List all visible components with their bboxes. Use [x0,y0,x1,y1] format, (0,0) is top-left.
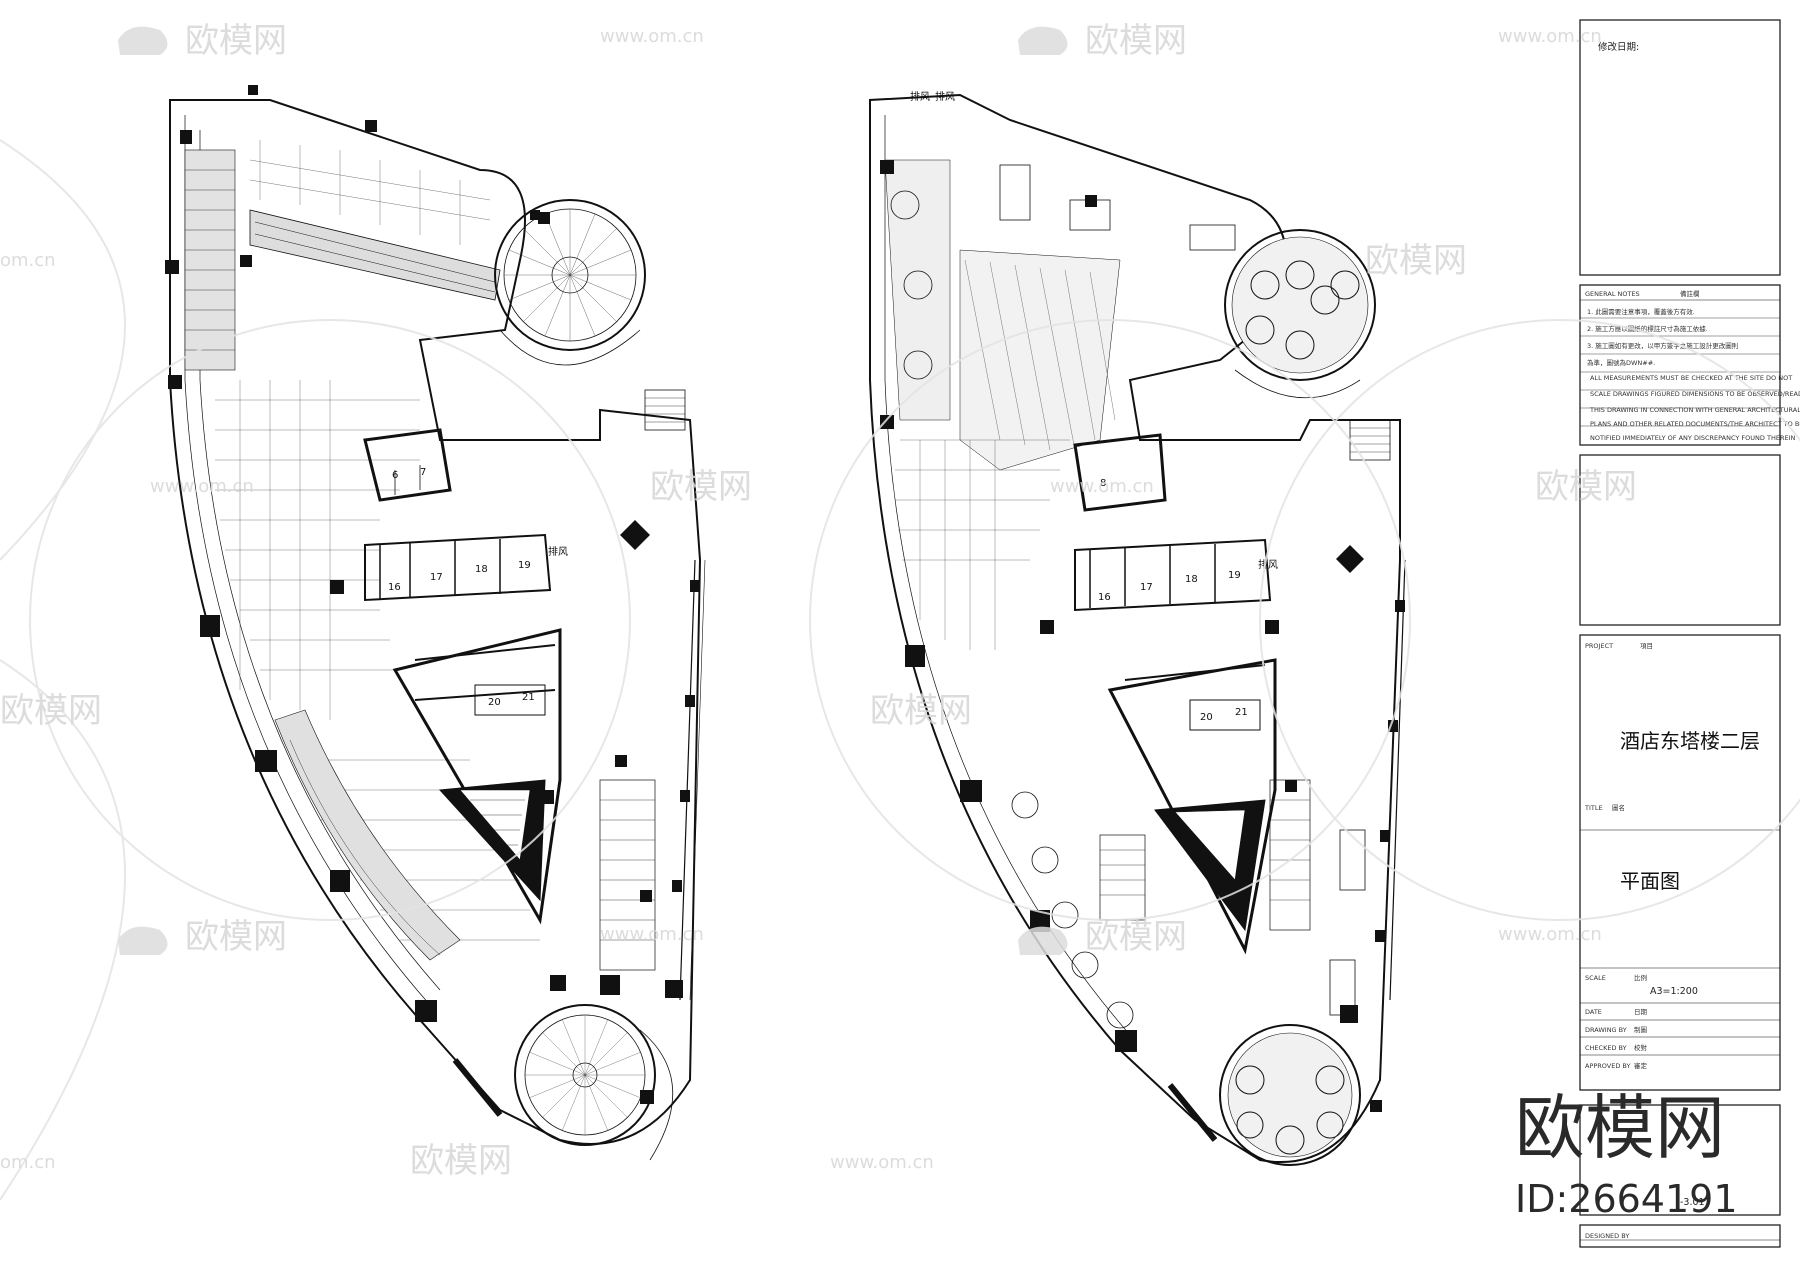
scale-cn: 比例 [1634,973,1647,982]
watermark-brand-10: 欧模网 [410,1141,512,1181]
left-bottom-rotunda [514,1004,674,1161]
big-brand-text: 欧模网 [1515,1087,1725,1169]
room-19-right: 19 [1228,570,1241,581]
designed-by-label: DESIGNED BY [1585,1232,1629,1240]
room-19: 19 [518,560,531,571]
approved-by-cn: 審定 [1634,1061,1648,1070]
lift-8: 8 [1100,478,1106,489]
right-top-rotunda [1224,229,1376,399]
drawing-number: -3.01 [1680,1197,1705,1208]
general-notes-cn: 備註欄 [1680,289,1700,298]
watermark-brand-6: 欧模网 [0,691,102,731]
project-label: PROJECT [1585,642,1613,650]
model-id-text: ID:2664191 [1515,1177,1738,1221]
checked-by-label: CHECKED BY [1585,1044,1627,1052]
lift-6: 6 [392,470,398,481]
title-label: TITLE [1584,804,1603,812]
general-notes-label: GENERAL NOTES [1585,290,1640,298]
date-label: DATE [1585,1008,1602,1016]
room-17-right: 17 [1140,582,1153,593]
room-18-right: 18 [1185,574,1198,585]
scale-label: SCALE [1585,974,1606,982]
title-block-text: 修改日期: GENERAL NOTES 備註欄 1. 此圖需要注意事項，覆蓋後方… [1584,41,1800,1240]
note-9: NOTIFIED IMMEDIATELY OF ANY DISCREPANCY … [1590,434,1795,442]
note-8: PLANS AND OTHER RELATED DOCUMENTS/THE AR… [1590,420,1800,428]
room-21: 21 [522,692,535,703]
watermark-site-2: www.om.cn [1498,26,1602,47]
vent-top-right-a: 排风 [910,90,930,103]
vent-top-right-b: 排风 [935,90,955,103]
watermark-brand-8: 欧模网 [185,917,287,957]
watermark-brand-4: 欧模网 [650,467,752,507]
scale-value: A3=1:200 [1650,986,1698,997]
plan-room-labels: 16 17 18 19 20 21 排风 6 7 8 16 17 18 19 2… [388,90,1278,723]
note-2: 2. 施工方應以圖紙的標註尺寸為施工依據. [1587,324,1708,333]
lift-7: 7 [420,467,426,478]
room-21-right: 21 [1235,707,1248,718]
room-18: 18 [475,564,488,575]
watermark-brand-9: 欧模网 [1085,917,1187,957]
project-cn: 項目 [1640,642,1653,650]
checked-by-cn: 校對 [1634,1043,1648,1052]
note-5: ALL MEASUREMENTS MUST BE CHECKED AT THE … [1590,374,1792,382]
watermark-brand-3: 欧模网 [1365,241,1467,281]
watermark-logo-icon [118,26,1068,955]
watermark-brand-5: 欧模网 [1535,467,1637,507]
watermark-site-short-1: om.cn [0,250,56,271]
left-top-rotunda [494,199,646,366]
watermark-layer: 欧模网 欧模网 欧模网 欧模网 欧模网 欧模网 欧模网 欧模网 欧模网 欧模网 … [0,21,1800,1201]
title-cn: 圖名 [1612,803,1625,812]
watermark-brand-2: 欧模网 [1085,21,1187,61]
watermark-site-7: www.om.cn [830,1152,934,1173]
approved-by-label: APPROVED BY [1585,1062,1631,1070]
brand-stamp: 欧模网 ID:2664191 [1515,1087,1738,1221]
watermark-site-3: www.om.cn [150,476,254,497]
project-name: 酒店东塔楼二层 [1620,729,1760,753]
left-floor-plan [165,85,706,1161]
date-cn: 日期 [1634,1008,1648,1016]
vent-label-right: 排风 [1258,558,1278,571]
watermark-brand-1: 欧模网 [185,21,287,61]
room-20: 20 [488,697,501,708]
title-block [1579,19,1781,1248]
note-6: SCALE DRAWINGS FIGURED DIMENSIONS TO BE … [1590,390,1800,398]
room-16-right: 16 [1098,592,1111,603]
watermark-brand-7: 欧模网 [870,691,972,731]
watermark-site-short-2: om.cn [0,1152,56,1173]
room-17: 17 [430,572,443,583]
right-bottom-rotunda [1219,1024,1361,1166]
right-floor-plan [869,93,1406,1166]
room-16: 16 [388,582,401,593]
room-20-right: 20 [1200,712,1213,723]
note-4: 為準，圖號為DWN##. [1587,358,1655,367]
drawing-by-cn: 制圖 [1634,1025,1647,1034]
revision-date-label: 修改日期: [1598,41,1639,53]
watermark-site-6: www.om.cn [1498,924,1602,945]
note-1: 1. 此圖需要注意事項，覆蓋後方有效. [1587,307,1695,316]
watermark-site-1: www.om.cn [600,26,704,47]
note-7: THIS DRAWING IN CONNECTION WITH GENERAL … [1589,406,1800,414]
watermark-site-4: www.om.cn [1050,476,1154,497]
vent-label-left: 排风 [548,545,568,558]
drawing-title: 平面图 [1620,869,1680,893]
drawing-by-label: DRAWING BY [1585,1026,1627,1034]
note-3: 3. 施工圖如有更改，以甲方簽字之施工設計更改圖則 [1587,341,1738,350]
watermark-site-5: www.om.cn [600,924,704,945]
